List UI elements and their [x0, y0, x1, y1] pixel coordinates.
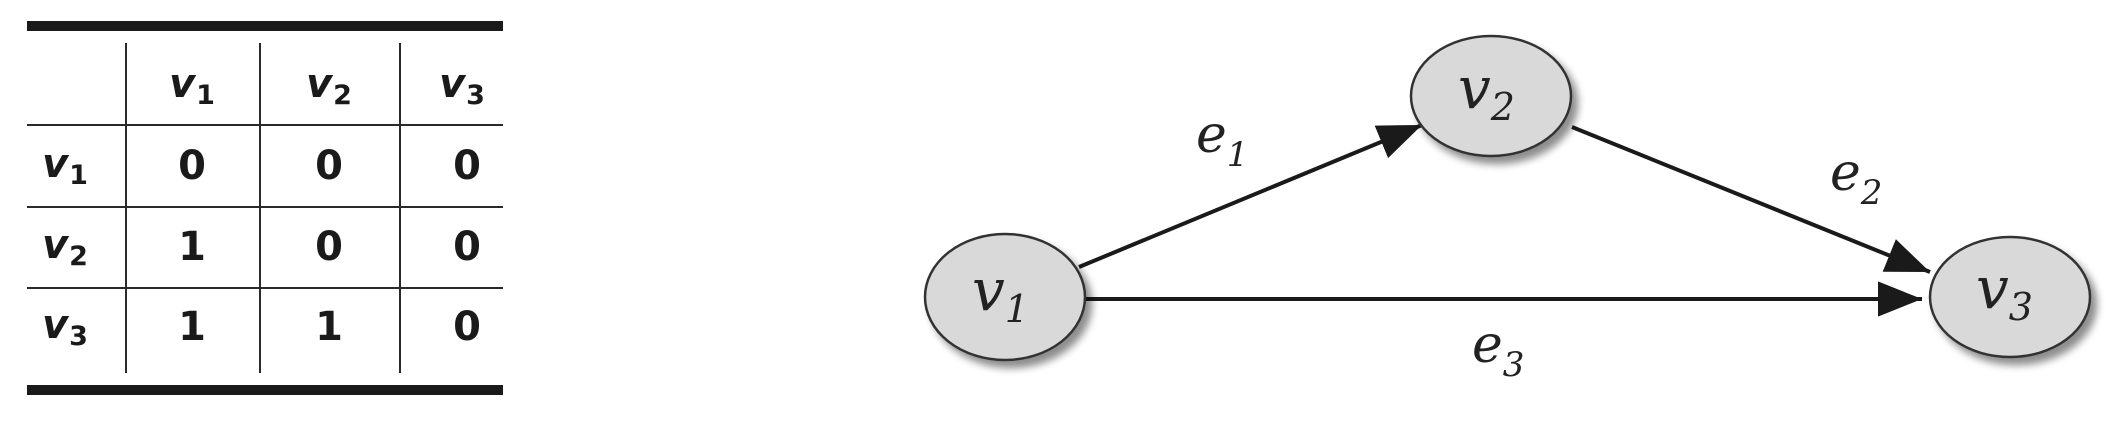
- node-v3-label: v3: [1976, 254, 2033, 329]
- node-v1: v1: [923, 232, 1087, 362]
- node-v1-shape: [923, 232, 1087, 362]
- edge-e2-label: e2: [1830, 143, 1882, 213]
- matrix-column-divider: [399, 43, 401, 373]
- matrix-bottom-rule: [27, 385, 503, 395]
- matrix-column-divider: [125, 43, 127, 373]
- node-v1-label: v1: [972, 256, 1029, 331]
- matrix-row-divider: [27, 287, 503, 289]
- matrix-header-divider: [27, 124, 503, 126]
- matrix-column-header: v1: [169, 60, 215, 111]
- matrix-cell: 0: [453, 224, 481, 270]
- edge-e2-line: [1571, 125, 1931, 274]
- matrix-cell: 1: [315, 304, 343, 350]
- node-v3-shape: [1928, 235, 2092, 359]
- matrix-cell: 0: [315, 224, 343, 270]
- node-v2: v2: [1409, 34, 1573, 158]
- matrix-cell: 1: [178, 304, 206, 350]
- matrix-row-header: v1: [42, 140, 88, 191]
- edge-e3-label: e3: [1472, 315, 1524, 385]
- matrix-column-divider: [259, 43, 261, 373]
- matrix-cell: 0: [453, 304, 481, 350]
- matrix-cell: 0: [178, 143, 206, 189]
- matrix-row-divider: [27, 206, 503, 208]
- matrix-column-header: v3: [439, 60, 485, 111]
- matrix-cell: 0: [453, 143, 481, 189]
- matrix-top-rule: [27, 21, 503, 31]
- node-v3: v3: [1928, 235, 2092, 359]
- matrix-column-header: v2: [306, 60, 352, 111]
- edge-e1-line: [1078, 123, 1423, 269]
- matrix-cell: 1: [178, 224, 206, 270]
- node-v2-shape: [1409, 34, 1573, 158]
- matrix-cell: 0: [315, 143, 343, 189]
- node-v2-label: v2: [1458, 54, 1515, 129]
- matrix-row-header: v3: [42, 301, 88, 352]
- edge-e1-label: e1: [1196, 105, 1248, 175]
- adjacency-matrix: v1 v2 v3 v1 0 0 0 v2 1 0 0 v3 1 1 0: [27, 21, 503, 399]
- matrix-row-header: v2: [42, 221, 88, 272]
